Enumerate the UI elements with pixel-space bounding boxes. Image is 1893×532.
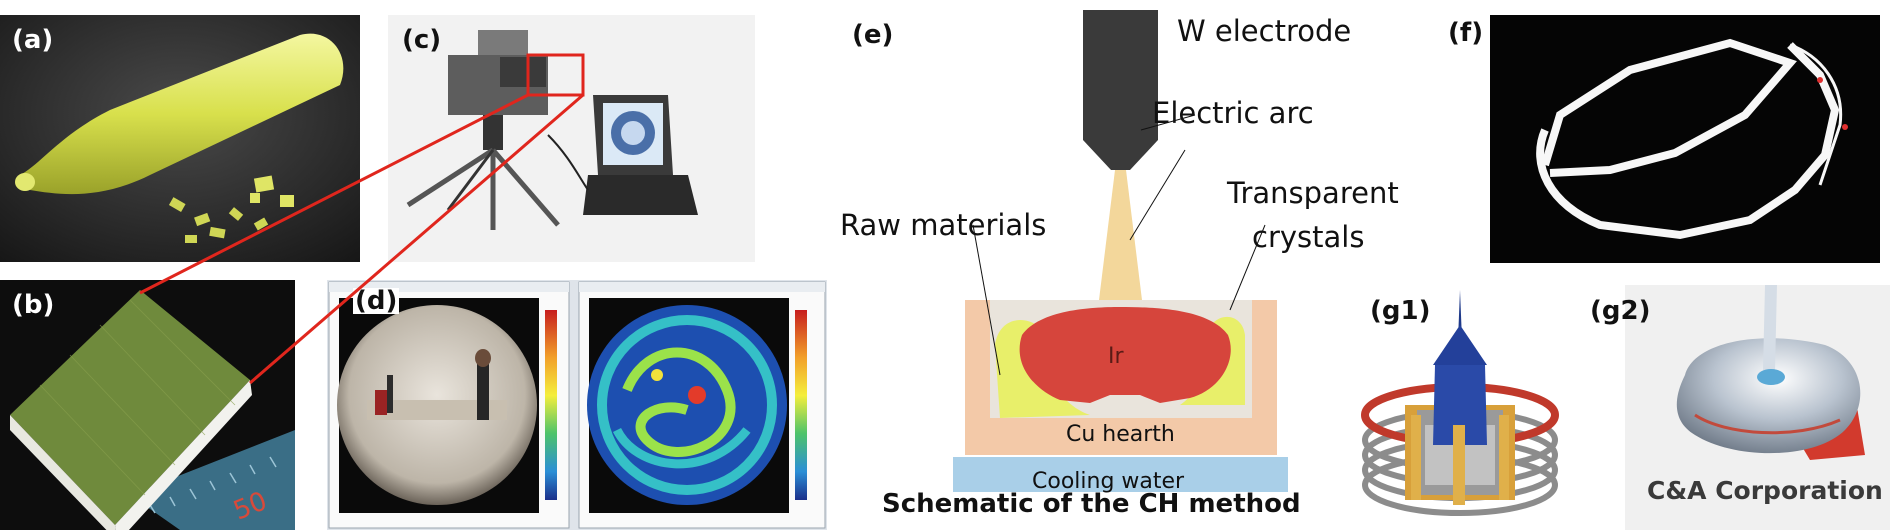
w-electrode-rod <box>1083 10 1158 170</box>
w-electrode-label: W electrode <box>1177 14 1352 48</box>
panel-f-crystal-fiber-photo: (f) <box>1490 15 1880 263</box>
pointer-transparent-crystals <box>1229 224 1266 311</box>
panel-label-b: (b) <box>12 290 55 320</box>
panel-g2-crystal-photo: C&A Corporation <box>1625 285 1890 530</box>
panel-c-thermal-camera-photo: (c) <box>388 15 755 262</box>
panel-label-a: (a) <box>12 25 54 55</box>
panel-g1-furnace-model <box>1355 285 1565 530</box>
thermal-camera-illustration <box>388 15 755 262</box>
pointer-electrode <box>1140 114 1196 131</box>
cu-hearth-label: Cu hearth <box>1066 422 1175 447</box>
cooling-water-bar <box>953 457 1288 492</box>
company-logo-text: C&A Corporation <box>1647 476 1883 505</box>
transparent-crystals-label-line2: crystals <box>1252 220 1365 254</box>
furnace-model-illustration <box>1355 285 1565 530</box>
crystal-fiber-illustration <box>1490 15 1880 263</box>
ch-method-schematic-drawing <box>953 10 1288 492</box>
panel-e-ch-method-schematic: (e) W electrode Electric arc Transparent… <box>840 10 1400 530</box>
crystal-boule-illustration <box>0 15 360 262</box>
panel-label-f-outside: (f) <box>1448 18 1484 48</box>
electric-arc-label: Electric arc <box>1152 96 1314 130</box>
schematic-caption: Schematic of the CH method <box>882 489 1301 519</box>
panel-label-c: (c) <box>402 25 442 55</box>
panel-label-d: (d) <box>353 286 400 316</box>
pointer-raw-materials <box>972 224 1001 376</box>
ir-melt <box>1019 307 1231 403</box>
panel-b-ceramic-plate-photo: 50 (b) <box>0 280 295 530</box>
crystal-ingot-illustration <box>1625 285 1890 530</box>
panel-label-g1: (g1) <box>1370 296 1431 326</box>
cooling-water-label: Cooling water <box>1032 469 1185 494</box>
panel-label-g2: (g2) <box>1590 296 1651 326</box>
panel-d-thermal-image-screens: (d) <box>327 280 827 530</box>
ceramic-plate-illustration: 50 <box>0 280 295 530</box>
raw-materials-label: Raw materials <box>840 208 1047 242</box>
transparent-crystals-label-line1: Transparent <box>1227 176 1399 210</box>
panel-a-crystal-boule-photo: (a) <box>0 15 360 262</box>
electric-arc <box>1099 170 1142 300</box>
panel-label-e: (e) <box>852 20 894 50</box>
ir-label: Ir <box>1108 344 1124 369</box>
pointer-arc <box>1129 149 1186 241</box>
thermal-screens-illustration <box>327 280 827 530</box>
